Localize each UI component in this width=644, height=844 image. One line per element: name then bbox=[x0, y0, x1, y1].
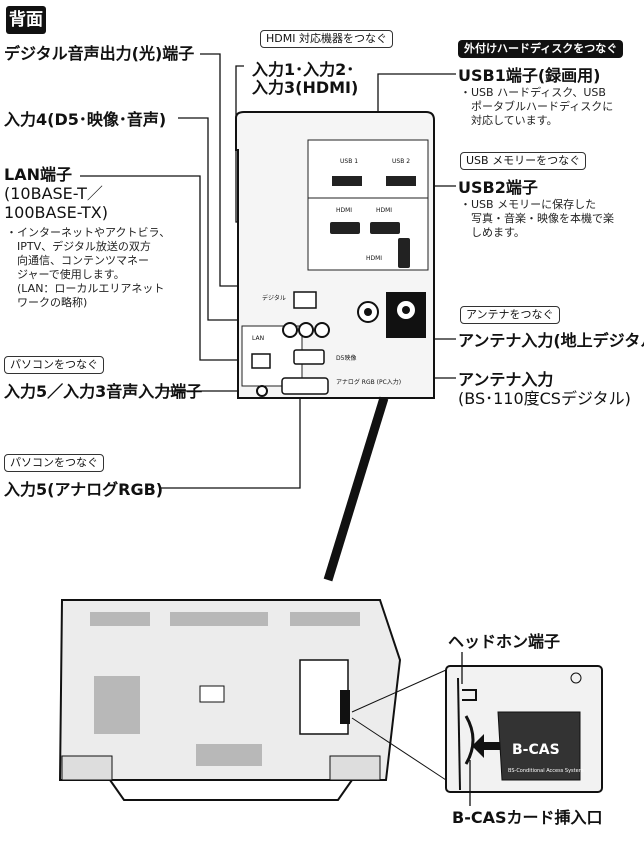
hdmi-port-3 bbox=[398, 238, 410, 268]
lan-leader-line bbox=[80, 175, 254, 361]
antenna-connect-tag: アンテナをつなぐ bbox=[460, 306, 560, 324]
antenna-bs-label-line2: (BS･110度CSデジタル) bbox=[458, 389, 631, 408]
antenna-bs-label-line1: アンテナ入力 bbox=[458, 370, 554, 389]
usb2-note-line: 写真・音楽・映像を本機で楽 bbox=[471, 212, 614, 225]
hdmi-connect-tag: HDMI 対応機器をつなぐ bbox=[260, 30, 393, 48]
digital-panel-label: デジタル bbox=[262, 294, 286, 302]
lan-note-line: IPTV、デジタル放送の双方 bbox=[17, 240, 151, 253]
d5-panel-label: D5映像 bbox=[336, 354, 356, 362]
insert-arrow bbox=[472, 734, 500, 758]
usb2-panel-label: USB 2 bbox=[392, 158, 410, 165]
usb1-label: USB1端子(録画用) bbox=[458, 66, 601, 85]
usb2-note-line: しめます。 bbox=[471, 226, 525, 239]
input4-label: 入力4(D5･映像･音声) bbox=[4, 110, 167, 129]
lan-note-line: ワークの略称) bbox=[17, 296, 88, 309]
hdmi-panel-label: HDMI bbox=[336, 207, 352, 214]
usb1-note-line: 対応しています。 bbox=[471, 114, 558, 127]
lan-panel-label: LAN bbox=[252, 335, 264, 342]
optical-port bbox=[293, 291, 317, 309]
antenna-terrestrial-label: アンテナ入力(地上デジタル) bbox=[458, 331, 644, 350]
bcas-card-title: B-CAS bbox=[512, 742, 560, 758]
rgb-panel-label: アナログ RGB (PC入力) bbox=[336, 378, 401, 386]
optical-out-label: デジタル音声出力(光)端子 bbox=[4, 44, 195, 63]
pc-connect-tag-2: パソコンをつなぐ bbox=[4, 454, 104, 472]
usb1-note-line: ・USB ハードディスク、USB bbox=[460, 86, 606, 99]
hdmi-port-1 bbox=[330, 222, 360, 234]
section-title: 背面 bbox=[6, 6, 46, 34]
input5-audio-label: 入力5／入力3音声入力端子 bbox=[4, 382, 203, 401]
usb2-note: ・USB メモリーに保存した 写真・音楽・映像を本機で楽 しめます。 bbox=[460, 198, 614, 240]
vga-port bbox=[281, 377, 329, 395]
bcas-detail-inset: B-CAS BS-Conditional Access System bbox=[351, 665, 603, 793]
lan-note-line: ・インターネットやアクトビラ、 bbox=[6, 226, 171, 239]
usb2-port bbox=[386, 176, 416, 186]
hdmi-panel-label-3: HDMI bbox=[366, 255, 382, 262]
bcas-slot-label: B-CASカード挿入口 bbox=[452, 808, 603, 827]
pc-connect-tag-1: パソコンをつなぐ bbox=[4, 356, 104, 374]
lan-spec-line1: (10BASE-T／ bbox=[4, 184, 103, 203]
usb1-port bbox=[332, 176, 362, 186]
cable bbox=[323, 396, 389, 582]
lan-spec-line2: 100BASE-TX) bbox=[4, 203, 109, 222]
ext-hdd-tag: 外付けハードディスクをつなぐ bbox=[458, 40, 624, 58]
usb1-note-line: ポータブルハードディスクに bbox=[471, 100, 614, 113]
lan-note-line: 向通信、コンテンツマネー bbox=[17, 254, 149, 267]
hdmi-port-2 bbox=[370, 222, 400, 234]
hdmi-input-label-line2: 入力3(HDMI) bbox=[252, 78, 359, 97]
usb2-label: USB2端子 bbox=[458, 178, 538, 197]
tv-rear bbox=[58, 599, 402, 801]
hdmi-input-label-line1: 入力1･入力2･ bbox=[252, 60, 355, 79]
audio-in-jack bbox=[256, 385, 268, 397]
bcas-card bbox=[497, 711, 581, 781]
headphone-label: ヘッドホン端子 bbox=[448, 632, 561, 651]
usb-memory-tag: USB メモリーをつなぐ bbox=[460, 152, 587, 170]
lan-port bbox=[251, 353, 271, 369]
rgb-leader-line bbox=[160, 395, 301, 489]
lan-note: ・インターネットやアクトビラ、 IPTV、デジタル放送の双方 向通信、コンテンツ… bbox=[6, 226, 196, 310]
usb1-note: ・USB ハードディスク、USB ポータブルハードディスクに 対応しています。 bbox=[460, 86, 613, 128]
d5-port bbox=[293, 349, 325, 365]
lan-note-line: ジャーで使用します。 bbox=[17, 268, 125, 281]
hdmi-panel-label-2: HDMI bbox=[376, 207, 392, 214]
bcas-card-subtitle: BS-Conditional Access System bbox=[508, 768, 584, 774]
lan-port-label: LAN端子 bbox=[4, 165, 72, 184]
input5-rgb-label: 入力5(アナログRGB) bbox=[4, 480, 164, 499]
lan-note-line: (LAN：ローカルエリアネット bbox=[17, 282, 165, 295]
usb1-panel-label: USB 1 bbox=[340, 158, 358, 165]
usb2-note-line: ・USB メモリーに保存した bbox=[460, 198, 597, 211]
connector-panel: USB 1 USB 2 HDMI HDMI HDMI デジタル D5映像 LAN… bbox=[235, 111, 435, 399]
